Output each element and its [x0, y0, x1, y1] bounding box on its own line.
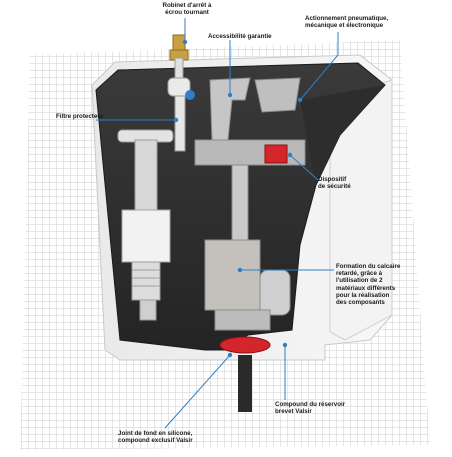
inlet-valve [167, 34, 195, 152]
callout-leaders [96, 18, 339, 429]
leader-actionnement [299, 32, 339, 101]
leader-dot-formation [237, 267, 243, 273]
label-dispositif: Dispositif de sécurité [318, 176, 351, 191]
leader-dispositif [289, 154, 319, 181]
leader-dot-actionnement [297, 97, 303, 103]
label-robinet: Robinet d'arrêt à écrou tournant [162, 2, 212, 17]
float-valve [117, 129, 174, 321]
label-actionnement: Actionnement pneumatique, mécanique et é… [305, 15, 389, 30]
label-filtre: Filtre protecteur [56, 113, 104, 120]
label-accessibilite: Accessibilité garantie [208, 33, 272, 40]
label-compound: Compound du réservoir brevet Valsir [275, 401, 346, 416]
leader-joint [164, 354, 231, 429]
leader-dot-robinet [182, 39, 188, 45]
leader-dot-compound [282, 342, 288, 348]
label-formation: Formation du calcaire retardé, grâce à l… [336, 263, 401, 307]
leader-dot-dispositif [287, 152, 293, 158]
leader-dot-accessibilite [227, 92, 233, 98]
flush-mechanism [194, 77, 306, 412]
label-joint: Joint de fond en silicone, compound excl… [118, 430, 193, 445]
leader-dot-filtre [173, 117, 179, 123]
leader-dot-joint [227, 352, 233, 358]
